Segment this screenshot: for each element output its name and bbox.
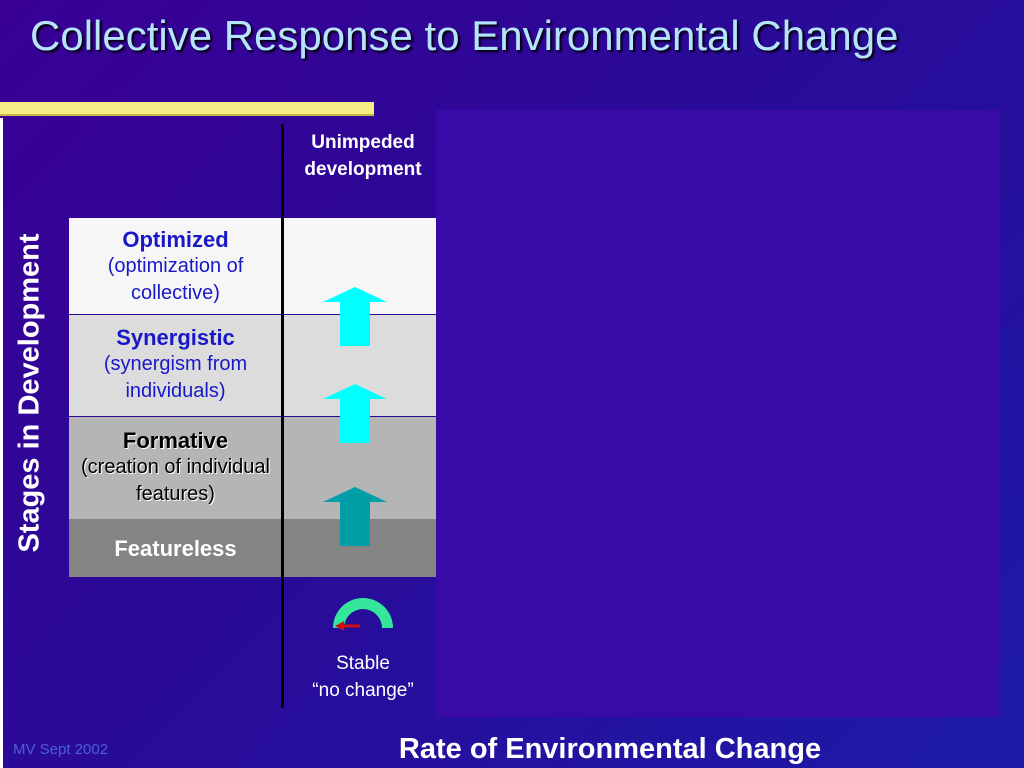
stage-row-synergistic: Synergistic (synergism from individuals) — [69, 315, 436, 416]
stage-text-synergistic: Synergistic (synergism from individuals) — [69, 324, 282, 405]
x-axis-label: Rate of Environmental Change — [398, 733, 822, 765]
stage-row-optimized: Optimized (optimization of collective) — [69, 218, 436, 314]
footer-credit: MV Sept 2002 — [13, 741, 109, 758]
stage-description: (synergism from individuals) — [103, 353, 248, 402]
title-underline-bar — [0, 102, 374, 116]
stage-text-optimized: Optimized (optimization of collective) — [69, 226, 282, 307]
stage-name: Synergistic — [116, 325, 235, 350]
up-arrow-icon — [323, 487, 387, 546]
stage-name: Formative — [122, 428, 229, 453]
curved-return-arrow-icon — [333, 598, 393, 631]
left-edge-line — [0, 118, 3, 768]
top-label-line1: Unimpeded — [311, 132, 415, 153]
stage-description: (creation of individual features) — [81, 456, 270, 505]
column-divider-line — [281, 124, 284, 708]
stage-description: (optimization of collective) — [107, 255, 244, 304]
stable-no-change-label: Stable “no change” — [288, 650, 438, 704]
stage-name: Optimized — [122, 227, 229, 252]
bottom-label-line1: Stable — [336, 653, 390, 674]
slide-title: Collective Response to Environmental Cha… — [30, 12, 899, 59]
right-content-panel — [436, 110, 999, 717]
up-arrow-icon — [323, 384, 387, 443]
top-label-line2: development — [304, 159, 422, 180]
y-axis-label: Stages in Development — [13, 233, 46, 553]
up-arrow-icon — [323, 287, 387, 346]
stage-name: Featureless — [114, 536, 237, 561]
bottom-label-line2: “no change” — [312, 680, 414, 701]
stage-text-formative: Formative (creation of individual featur… — [69, 427, 282, 508]
stage-row-featureless: Featureless — [69, 519, 436, 577]
unimpeded-development-label: Unimpeded development — [288, 129, 438, 183]
stage-text-featureless: Featureless — [69, 535, 282, 562]
